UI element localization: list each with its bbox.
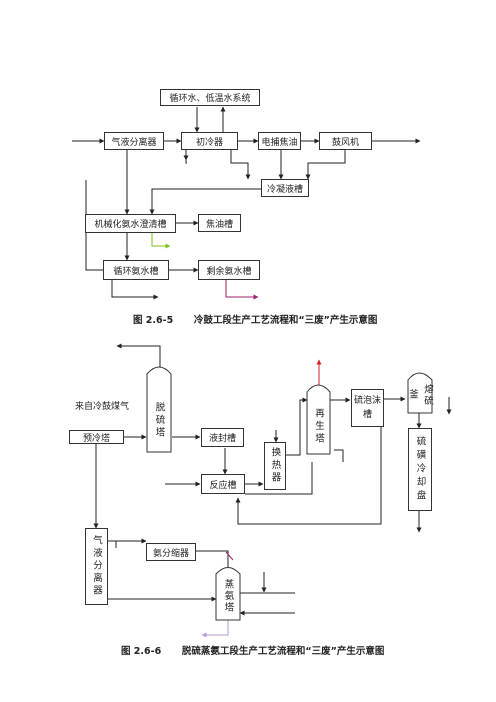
desulf-tower-label: 脱硫塔 — [153, 402, 165, 440]
gas-liquid-separator-box: 气液分离器 — [104, 132, 164, 150]
figure-number-1: 图 2.6-5 — [133, 315, 174, 326]
reaction-tank-box: 反应槽 — [201, 474, 245, 494]
ammonia-condenser-box: 氨分缩器 — [146, 543, 196, 561]
sulfur-melt-label: 熔硫釜 — [407, 383, 433, 407]
sulfur-melt-shape — [407, 372, 433, 414]
circulating-ammonia-tank-box: 循环氨水槽 — [103, 260, 169, 280]
blower-box: 鼓风机 — [319, 132, 372, 150]
mechanical-clarifier-box: 机械化氨水澄清槽 — [85, 214, 176, 233]
condensate-tank-box: 冷凝液槽 — [261, 179, 309, 197]
circulating-water-system-box: 循环水、低温水系统 — [160, 89, 260, 106]
precooler-box: 预冷塔 — [69, 430, 124, 444]
ammonia-stripper-label: 蒸氨塔 — [222, 578, 234, 614]
residual-ammonia-tank-box: 剩余氨水槽 — [198, 260, 260, 280]
stripper-shape — [215, 567, 241, 621]
regen-tower-label: 再生塔 — [313, 408, 324, 446]
figure-title-2: 脱硫蒸氨工段生产工艺流程和“三废”产生示意图 — [181, 646, 385, 657]
incoming-gas-label: 来自冷鼓煤气 — [75, 402, 130, 412]
tar-tank-box: 焦油槽 — [198, 214, 241, 232]
sulfur-cooling-disc-box: 硫磺冷却盘 — [408, 428, 432, 511]
figure-caption-1: 图 2.6-5 冷鼓工段生产工艺流程和“三废”产生示意图 — [133, 312, 377, 326]
sulfur-foam-tank-box: 硫泡沫槽 — [351, 389, 384, 427]
desulf-tower-shape — [146, 366, 172, 453]
figure-caption-2: 图 2.6-6 脱硫蒸氨工段生产工艺流程和“三废”产生示意图 — [121, 643, 384, 657]
gas-liquid-separator-box-2: 气液分离器 — [85, 528, 108, 605]
primary-cooler-box: 初冷器 — [181, 132, 238, 150]
figure-number-2: 图 2.6-6 — [121, 646, 162, 657]
regen-tower-shape — [306, 384, 331, 455]
liquid-seal-tank-box: 液封槽 — [201, 428, 244, 447]
heat-exchanger-box: 换热器 — [264, 442, 286, 490]
figure-title-1: 冷鼓工段生产工艺流程和“三废”产生示意图 — [193, 315, 378, 326]
electrostatic-tar-box: 电捕焦油 — [258, 132, 301, 150]
